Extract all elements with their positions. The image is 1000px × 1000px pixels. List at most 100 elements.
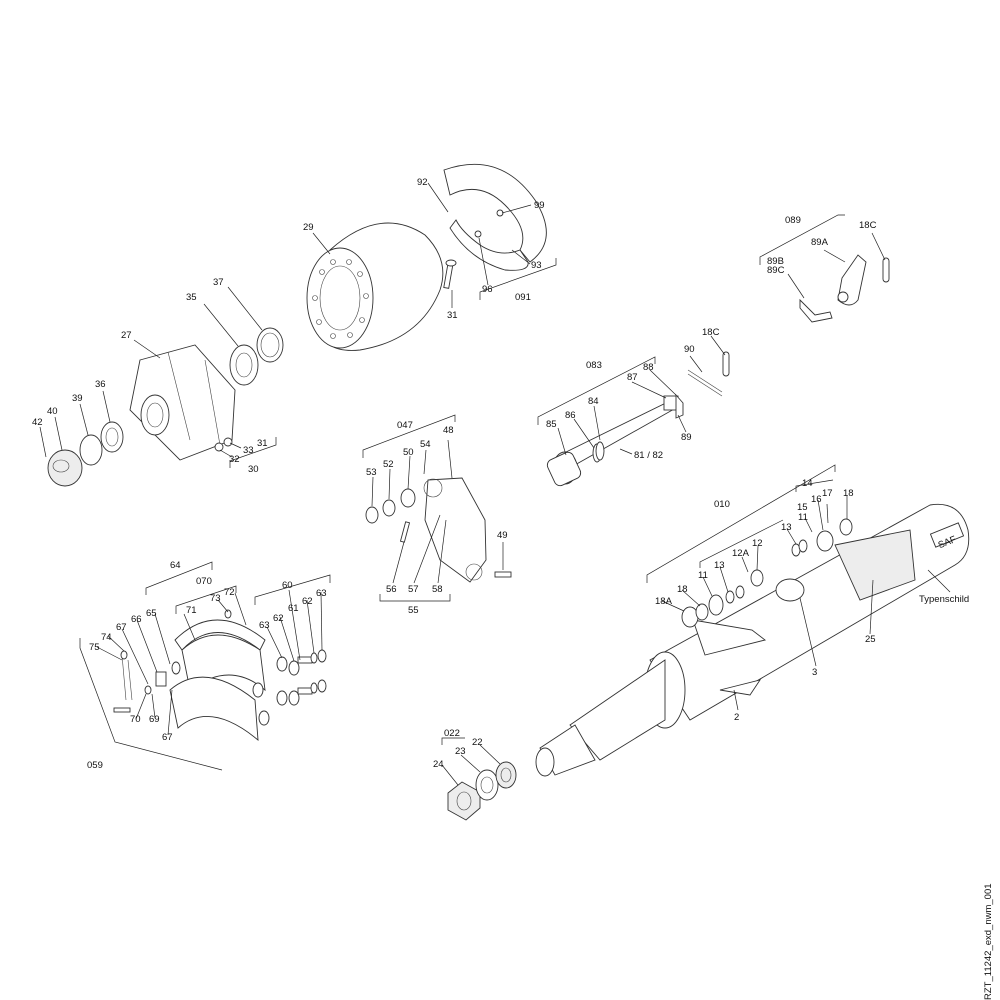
brake-carrier-assembly: [362, 414, 512, 602]
bolt-56: [399, 521, 411, 543]
axle-beam-assembly: [535, 464, 970, 777]
label-091: 091: [515, 292, 531, 303]
label-18: 18: [843, 488, 854, 499]
label-22: 22: [472, 737, 483, 748]
bracket-top: [692, 619, 767, 656]
label-89B: 89B: [767, 256, 784, 267]
label-61: 61: [288, 603, 299, 614]
bearing-36: [100, 421, 124, 453]
dust-shield-upper: [443, 163, 547, 263]
label-24: 24: [433, 759, 444, 770]
label-92: 92: [417, 177, 428, 188]
axle-stub: [569, 659, 666, 761]
nipple-12A: [750, 569, 764, 587]
label-13: 13: [781, 522, 792, 533]
brake-lining-71: [174, 619, 266, 651]
dust-shield-lower: [449, 219, 529, 271]
label-17: 17: [822, 488, 833, 499]
type-plate-label: Typenschild: [919, 594, 969, 605]
label-18C-b: 18C: [702, 327, 720, 338]
bearing-11-b: [708, 594, 724, 616]
label-70: 70: [130, 714, 141, 725]
brake-shoe-lower: [169, 676, 259, 742]
label-75: 75: [89, 642, 100, 653]
clip-65: [171, 661, 181, 675]
pin-70: [113, 707, 131, 713]
bushing-62-a: [288, 660, 300, 676]
lockwasher-22: [495, 761, 517, 789]
bushing-63-a: [276, 656, 288, 672]
label-62: 62: [273, 613, 284, 624]
label-65: 65: [146, 608, 157, 619]
plate-3: [775, 578, 805, 602]
label-40: 40: [47, 406, 58, 417]
label-022: 022: [444, 728, 460, 739]
washer-62-b: [310, 652, 318, 664]
label-63b: 63: [316, 588, 327, 599]
wheel-hub-assembly: [39, 286, 284, 487]
ring-63-b: [317, 649, 327, 663]
bushing-50: [400, 488, 416, 508]
label-58: 58: [432, 584, 443, 595]
label-86: 86: [565, 410, 576, 421]
label-11: 11: [798, 512, 808, 523]
label-059: 059: [87, 760, 103, 771]
label-69: 69: [149, 714, 160, 725]
label-67: 67: [116, 622, 127, 633]
label-60: 60: [282, 580, 293, 591]
seal-52: [382, 499, 396, 517]
rivet-73: [224, 609, 232, 619]
saf-plate: [929, 522, 965, 548]
label-64: 64: [170, 560, 181, 571]
label-31b: 31: [257, 438, 268, 449]
bearing-11-a: [816, 530, 834, 552]
label-18b: 18: [677, 584, 688, 595]
label-96: 96: [482, 284, 493, 295]
clip-18C-b: [722, 351, 730, 377]
pin-61: [297, 656, 313, 664]
label-66: 66: [131, 614, 142, 625]
clevis-89C: [799, 298, 833, 323]
label-14: 14: [802, 478, 813, 489]
label-50: 50: [403, 447, 414, 458]
part-labels: 92 99 93 96 091 31 29 37 35 27 39 36 40 …: [32, 177, 969, 771]
brake-drum: [306, 222, 457, 351]
pin-74: [120, 650, 128, 660]
bushing-18A: [681, 606, 699, 628]
slack-adjuster-assembly: [759, 214, 890, 323]
ring-39: [79, 434, 103, 466]
label-070: 070: [196, 576, 212, 587]
label-010: 010: [714, 499, 730, 510]
label-12A: 12A: [732, 548, 750, 559]
label-16: 16: [811, 494, 822, 505]
camshaft-assembly: [537, 335, 730, 487]
axle-nut-assembly: [441, 737, 517, 821]
label-84: 84: [588, 396, 599, 407]
bushing-18-b: [695, 603, 709, 621]
brake-shoe-assembly: [79, 561, 331, 771]
label-63: 63: [259, 620, 270, 631]
label-93: 93: [531, 260, 542, 271]
ring-53: [365, 506, 379, 524]
type-plate-25: [834, 529, 916, 601]
label-99: 99: [534, 200, 545, 211]
ring-84: [595, 441, 605, 461]
label-25: 25: [865, 634, 876, 645]
bushing-18-a: [839, 518, 853, 536]
label-047: 047: [397, 420, 413, 431]
label-67b: 67: [162, 732, 173, 743]
roller-66: [155, 671, 167, 687]
label-90: 90: [684, 344, 695, 355]
clip-69: [144, 685, 152, 695]
label-89: 89: [681, 432, 692, 443]
label-89A: 89A: [811, 237, 829, 248]
label-37: 37: [213, 277, 224, 288]
label-23: 23: [455, 746, 466, 757]
ring-13-b: [725, 590, 735, 604]
label-33: 33: [243, 445, 254, 456]
label-52: 52: [383, 459, 394, 470]
label-083: 083: [586, 360, 602, 371]
label-3: 3: [812, 667, 817, 678]
